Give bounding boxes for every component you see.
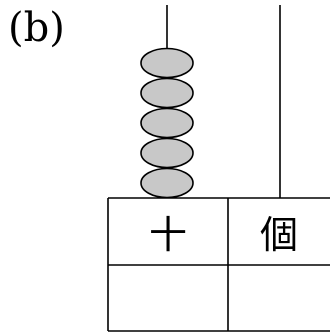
bead (140, 137, 194, 169)
tens-column-label: 十 (148, 213, 187, 257)
place-value-table (107, 197, 330, 332)
ones-column-label: 個 (259, 213, 298, 257)
bead (140, 77, 194, 109)
figure-label: (b) (8, 5, 65, 51)
bead (140, 47, 194, 79)
ones-answer-cell[interactable] (229, 266, 329, 330)
tens-beads (140, 47, 194, 199)
bead (140, 107, 194, 139)
tens-answer-cell[interactable] (109, 266, 227, 330)
bead (140, 167, 194, 199)
